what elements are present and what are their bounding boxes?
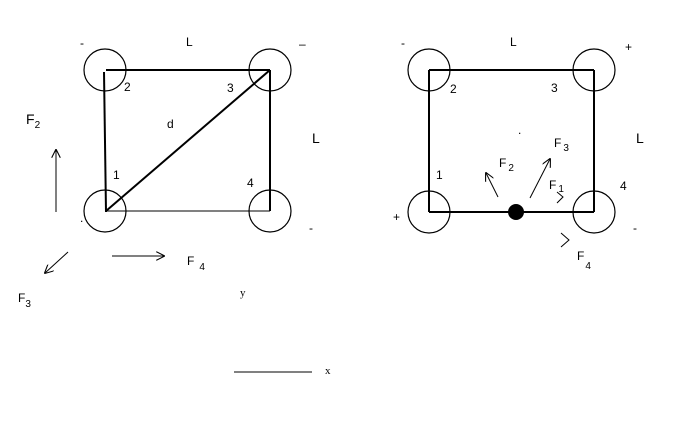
left-force-f3-arrow [45, 251, 69, 273]
axes: y x [234, 287, 331, 377]
left-diagonal-label: d [167, 117, 174, 131]
left-corner-4-number: 4 [247, 176, 254, 190]
left-side-length-top: L [186, 35, 193, 49]
right-force-f3-arrow [529, 159, 550, 199]
right-force-f4-label: F4 [577, 249, 591, 272]
left-corner-3-number: 3 [227, 81, 234, 95]
left-corner-4-sign: - [309, 221, 313, 235]
left-force-f2-label: F2 [26, 111, 41, 131]
right-corner-2-number: 2 [450, 82, 457, 96]
right-corner-2-sign: - [401, 36, 405, 50]
left-corner-2-number: 2 [124, 80, 131, 94]
right-corner-3-sign: + [625, 40, 632, 54]
right-center-dot: . [518, 123, 521, 137]
left-corner-1-sign: . [80, 211, 83, 225]
left-charge-2 [83, 48, 127, 92]
axis-y-label: y [240, 287, 246, 299]
right-corner-3-number: 3 [551, 81, 558, 95]
left-side-length-right: L [312, 130, 320, 146]
left-corner-3-sign: – [299, 37, 306, 51]
left-charge-4 [248, 189, 292, 233]
right-side-length-top: L [510, 35, 517, 49]
right-corner-1-sign: + [393, 210, 400, 224]
left-charge-1 [83, 189, 127, 233]
right-corner-4-sign: - [633, 221, 637, 235]
right-midpoint-test-charge [508, 204, 524, 220]
left-diagonal [105, 69, 271, 212]
right-charge-3 [572, 48, 616, 92]
right-force-f1-arrow [556, 191, 564, 204]
left-corner-2-sign: - [80, 36, 84, 50]
right-side-length-right: L [636, 130, 644, 146]
left-charge-3 [248, 48, 292, 92]
right-force-f2-arrow [486, 173, 499, 198]
right-corner-4-number: 4 [620, 179, 627, 193]
left-square-sides [103, 69, 271, 213]
left-force-f3-label: F3 [18, 291, 31, 310]
right-charge-4 [572, 190, 616, 234]
left-side-left [103, 71, 107, 213]
left-corner-1-number: 1 [113, 168, 120, 182]
right-charge-1 [407, 190, 451, 234]
right-corner-1-number: 1 [436, 168, 443, 182]
axis-x-label: x [325, 365, 331, 377]
right-force-f4-arrow [560, 232, 570, 248]
right-charge-2 [407, 48, 451, 92]
